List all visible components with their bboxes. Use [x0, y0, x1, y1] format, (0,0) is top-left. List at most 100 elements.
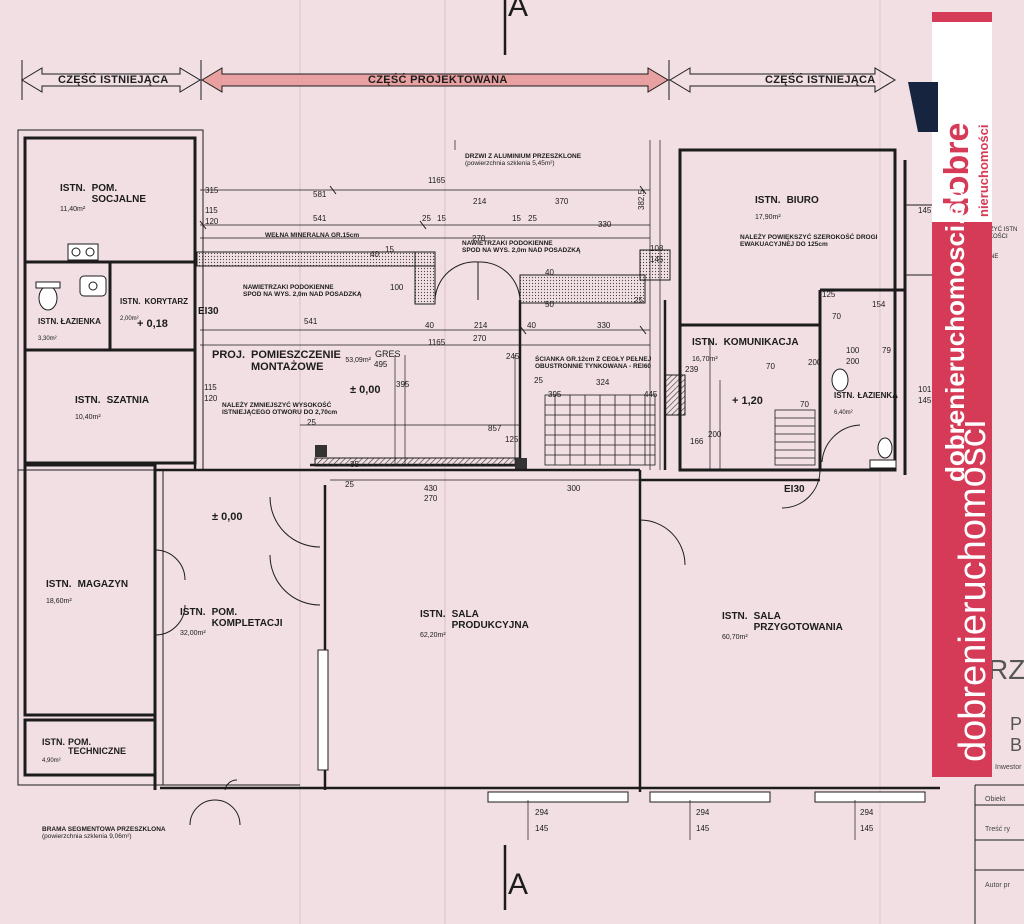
note-line: NALEŻY POWIĘKSZYĆ SZEROKOŚĆ DROGI — [740, 234, 878, 241]
dimension-label: 245 — [506, 352, 520, 361]
note-opening: NALEŻY ZMNIEJSZYĆ WYSOKOŚĆ ISTNIEJĄCEGO … — [222, 402, 337, 417]
dimension-label: 100 — [846, 346, 860, 355]
dimension-label: 115 — [204, 383, 217, 392]
dimension-label: 382,5 — [637, 189, 646, 210]
title-block-author: Autor pr — [985, 882, 1010, 889]
dimension-label: 115 — [205, 206, 218, 215]
room-montazowe: PROJ.POMIESZCZENIE MONTAŻOWE 53,09m²GRES — [212, 349, 401, 373]
room-prefix: ISTN. — [722, 611, 748, 622]
dimension-label: 541 — [313, 214, 327, 223]
dimension-label: 70 — [832, 312, 841, 321]
room-area: 32,00m² — [180, 630, 206, 637]
room-socjalne: ISTN.POM. SOCJALNE 11,40m² — [60, 183, 147, 213]
room-prefix: ISTN. — [75, 395, 101, 406]
right-block-walls — [678, 148, 907, 475]
dimension-label: 270 — [424, 494, 438, 503]
dimension-lines — [200, 140, 856, 840]
note-gate: BRAMA SEGMENTOWA PRZESZKLONA (powierzchn… — [42, 826, 166, 841]
dimension-label: 145 — [860, 824, 874, 833]
room-name: ŁAZIENKA — [60, 317, 101, 326]
room-prefix: PROJ. — [212, 349, 246, 361]
room-name: POM. SOCJALNE — [91, 183, 147, 205]
room-name: SALA PRZYGOTOWANIA — [753, 611, 843, 633]
room-name: KORYTARZ — [144, 297, 189, 306]
room-area: 4,90m² — [42, 757, 61, 764]
room-prefix: ISTN. — [420, 609, 446, 620]
dimension-label: 200 — [808, 358, 822, 367]
dimension-label: 324 — [596, 378, 610, 387]
fire-rating-left: EI30 — [198, 306, 219, 317]
dimension-label: 395 — [548, 390, 562, 399]
header-label-right: CZĘŚĆ ISTNIEJĄCA — [765, 74, 876, 86]
left-block-walls — [23, 136, 197, 790]
note-line: SPOD NA WYS. 2,0m NAD POSADZKĄ — [243, 291, 362, 299]
room-name: BIURO — [786, 195, 819, 206]
room-prefix: ISTN. — [38, 317, 59, 326]
house-logo-icon — [908, 82, 938, 132]
dimension-label: 25 — [307, 418, 316, 427]
header-arrow-right — [669, 67, 896, 93]
dimension-label: 100 — [390, 283, 404, 292]
room-prefix: ISTN. — [834, 391, 855, 400]
dimension-label: 145 — [918, 396, 932, 405]
room-area: 62,20m² — [420, 632, 446, 639]
room-area: 16,70m² — [692, 355, 718, 363]
room-szatnia: ISTN.SZATNIA 10,40m² — [75, 395, 150, 421]
note-line: OBUSTRONNIE TYNKOWANA - REI60 — [535, 363, 652, 371]
title-block-investor: Inwestor — [995, 764, 1022, 771]
dimension-label: 145 — [696, 824, 710, 833]
section-marker-bottom: A — [508, 868, 529, 901]
room-prefix: ISTN. — [42, 737, 66, 747]
room-name: SZATNIA — [106, 395, 150, 406]
note-door-top: DRZWI Z ALUMINIUM PRZESZKLONE (powierzch… — [465, 153, 581, 168]
double-door-center — [269, 496, 686, 606]
room-area: 17,90m² — [755, 213, 781, 221]
dimension-label: 430 — [424, 484, 438, 493]
room-area: 11,40m² — [60, 206, 86, 213]
room-name: SALA PRODUKCYJNA — [451, 609, 529, 631]
dimension-label: 270 — [473, 334, 487, 343]
note-line: NAWIETRZAKI PODOKIENNE — [243, 284, 334, 291]
dimension-label: 25 — [345, 480, 354, 489]
note-line: NAWIETRZAKI PODOKIENNE — [462, 240, 553, 247]
staircase — [544, 394, 656, 466]
dimension-label: 35 — [350, 460, 359, 469]
title-block-object: Obiekt — [985, 796, 1006, 803]
dimension-label: 125 — [822, 290, 836, 299]
dimension-label: 145 — [918, 206, 932, 215]
watermark-domain-big: dobrenieruchomosci — [952, 419, 994, 762]
note-line: (powierzchnia szklenia 9,06m²) — [42, 833, 132, 841]
room-techniczne: ISTN.POM. TECHNICZNE 4,90m² — [42, 737, 127, 764]
room-name: POM. TECHNICZNE — [68, 737, 127, 757]
dimension-label: 25 — [528, 214, 537, 223]
room-name: ŁAZIENKA — [857, 391, 898, 400]
note-insulation: WEŁNA MINERALNA GR.15cm — [265, 232, 360, 239]
dimension-label: 330 — [597, 321, 611, 330]
dimension-label: 15 — [385, 245, 394, 254]
insulation-left — [196, 251, 436, 267]
dimension-label: 15 — [512, 214, 521, 223]
dimension-label: 581 — [313, 190, 327, 199]
dimension-label: 70 — [800, 400, 809, 409]
dimension-label: 541 — [304, 317, 318, 326]
room-prefix: ISTN. — [120, 297, 141, 306]
dimension-label: 395 — [396, 380, 410, 389]
dimension-label: 40 — [425, 321, 434, 330]
dimension-label: 270 — [472, 234, 486, 243]
title-block-b: B — [1010, 735, 1023, 755]
level-korytarz: + 0,18 — [137, 318, 168, 330]
room-korytarz: ISTN.KORYTARZ 2,00m² — [120, 297, 189, 322]
room-produkcyjna: ISTN. SALA PRODUKCYJNA 62,20m² — [420, 609, 529, 639]
room-area: 2,00m² — [120, 315, 139, 322]
room-name: POM. KOMPLETACJI — [211, 607, 283, 629]
note-line: (powierzchnia szklenia 5,45m²) — [465, 160, 555, 168]
dimension-label: 214 — [474, 321, 488, 330]
dimension-label: 145 — [650, 255, 664, 264]
dimension-label: 40 — [545, 268, 554, 277]
note-line: EWAKUACYJNEJ DO 125cm — [740, 241, 828, 249]
dimension-label: 370 — [555, 197, 569, 206]
room-finish: GRES — [375, 349, 401, 359]
dimension-label: 1165 — [428, 338, 446, 347]
room-area: 53,09m² — [345, 357, 371, 364]
section-marker-top: A — [508, 0, 529, 23]
